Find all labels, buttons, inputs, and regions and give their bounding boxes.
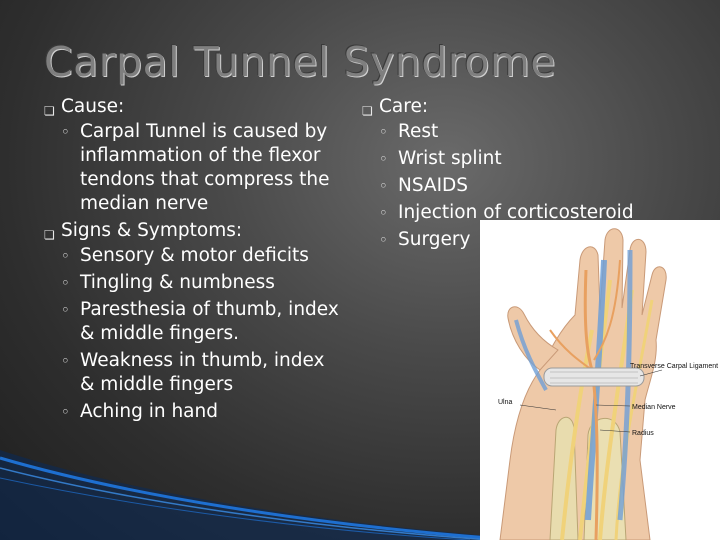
list-item: ◦ Rest [379, 121, 439, 142]
circle-bullet-icon: ◦ [61, 123, 70, 141]
decorative-wave [0, 450, 490, 540]
wrist-anatomy-image: Transverse Carpal Ligament Median Nerve … [480, 220, 720, 540]
circle-bullet-icon: ◦ [61, 274, 70, 292]
list-item: ◦ NSAIDS [379, 175, 469, 196]
bullet-icon: ❏ [44, 228, 55, 242]
list-item: ◦ Paresthesia of thumb, index & middle f… [61, 299, 339, 344]
list-item: ◦ Carpal Tunnel is caused by inflammatio… [61, 121, 330, 214]
circle-bullet-icon: ◦ [61, 403, 70, 421]
care-heading-text: Care: [379, 96, 429, 117]
bullet-icon: ❏ [362, 104, 373, 118]
cause-heading: ❏ Cause: [44, 95, 344, 119]
circle-bullet-icon: ◦ [379, 123, 388, 141]
list-item: ◦ Tingling & numbness [61, 272, 275, 293]
list-item: ◦ Injection of corticosteroid [379, 202, 634, 223]
symptoms-heading-text: Signs & Symptoms: [61, 220, 243, 241]
median-nerve-label: Median Nerve [632, 404, 676, 411]
cause-heading-text: Cause: [61, 96, 125, 117]
circle-bullet-icon: ◦ [61, 352, 70, 370]
symptoms-heading: ❏ Signs & Symptoms: [44, 219, 344, 243]
list-item: ◦ Sensory & motor deficits [61, 245, 309, 266]
bullet-icon: ❏ [44, 104, 55, 118]
ulna-label: Ulna [498, 399, 513, 406]
circle-bullet-icon: ◦ [379, 150, 388, 168]
symptoms-list: ◦ Sensory & motor deficits ◦ Tingling & … [44, 244, 344, 424]
care-list: ◦ Rest ◦ Wrist splint ◦ NSAIDS ◦ Injecti… [362, 120, 662, 252]
radius-label: Radius [632, 430, 654, 437]
left-column: ❏ Cause: ◦ Carpal Tunnel is caused by in… [44, 92, 344, 427]
list-item: ◦ Surgery [379, 229, 471, 250]
slide-title: Carpal Tunnel Syndrome [44, 38, 557, 86]
circle-bullet-icon: ◦ [61, 301, 70, 319]
circle-bullet-icon: ◦ [379, 231, 388, 249]
ligament-label: Transverse Carpal Ligament [630, 363, 718, 370]
wrist-anatomy-illustration: Transverse Carpal Ligament Median Nerve … [498, 228, 718, 540]
right-column: ❏ Care: ◦ Rest ◦ Wrist splint ◦ NSAIDS ◦… [362, 92, 662, 255]
circle-bullet-icon: ◦ [379, 204, 388, 222]
list-item: ◦ Aching in hand [61, 401, 218, 422]
cause-list: ◦ Carpal Tunnel is caused by inflammatio… [44, 120, 344, 216]
circle-bullet-icon: ◦ [61, 247, 70, 265]
circle-bullet-icon: ◦ [379, 177, 388, 195]
care-heading: ❏ Care: [362, 95, 662, 119]
list-item: ◦ Wrist splint [379, 148, 502, 169]
list-item: ◦ Weakness in thumb, index & middle fing… [61, 350, 325, 395]
